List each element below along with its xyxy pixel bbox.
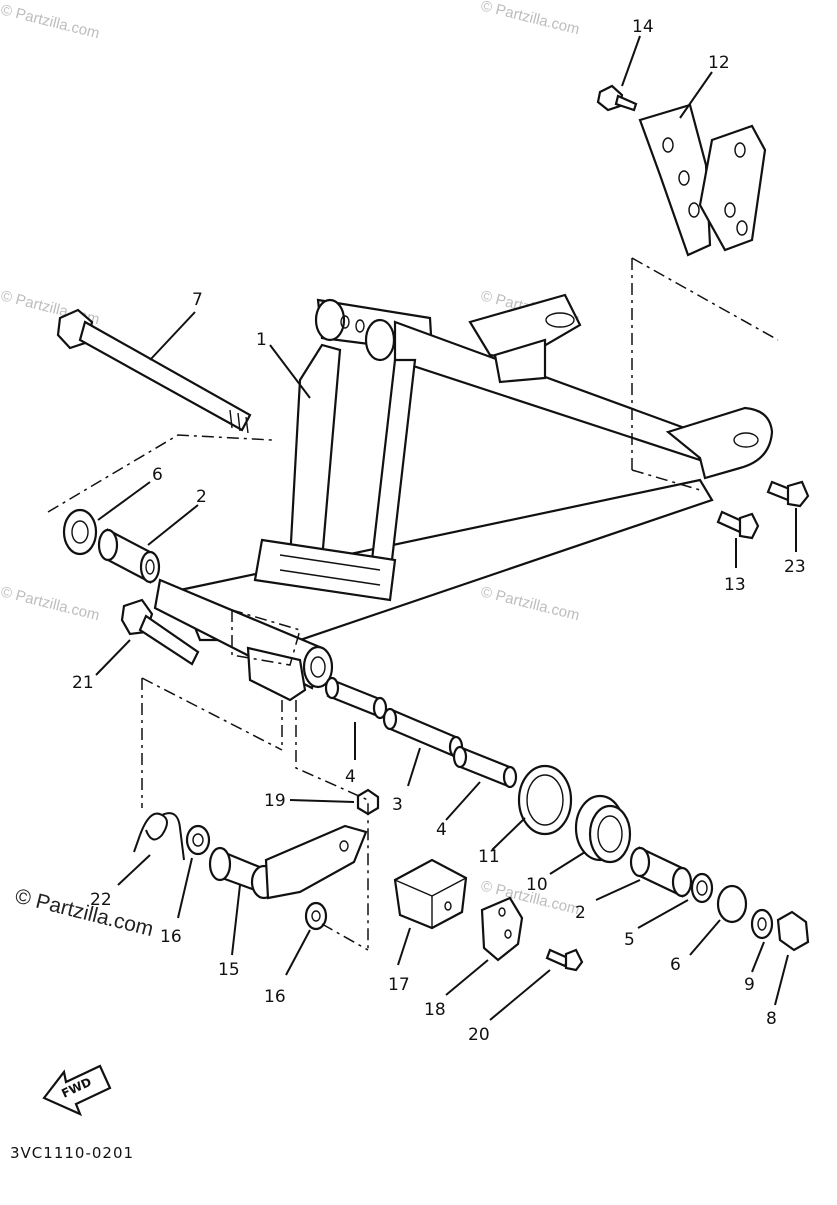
collar-right <box>629 846 693 898</box>
watermark: © Partzilla.com <box>479 583 581 624</box>
callout-15: 15 <box>218 960 240 980</box>
bushing-4-upper <box>324 676 388 720</box>
callout-labels: 1 2 2 3 4 4 5 6 6 7 8 9 10 11 12 13 14 1… <box>72 17 806 1045</box>
pivot-bolt <box>56 308 252 434</box>
nut-19 <box>356 788 380 816</box>
bushing-3 <box>382 707 464 759</box>
assembly-lines <box>47 257 779 951</box>
bolt-14 <box>596 84 638 112</box>
washer-9 <box>750 908 774 940</box>
callout-17: 17 <box>388 975 410 995</box>
watermark: © Partzilla.com <box>0 583 101 624</box>
arm-15 <box>208 824 368 900</box>
leader-lines <box>95 35 797 1021</box>
washer-16 <box>185 824 211 856</box>
collar-left <box>97 528 161 584</box>
bolt-23 <box>766 480 810 508</box>
callout-16: 16 <box>264 987 286 1007</box>
swingarm <box>153 293 774 702</box>
callout-11: 11 <box>478 847 500 867</box>
bracket-12 <box>638 103 767 257</box>
callout-18: 18 <box>424 1000 446 1020</box>
callout-21: 21 <box>72 673 94 693</box>
plate-18 <box>480 896 524 962</box>
bearing-right <box>716 884 748 924</box>
callout-16: 16 <box>160 927 182 947</box>
bolt-13 <box>716 510 760 540</box>
callout-2: 2 <box>575 903 586 923</box>
callout-1: 1 <box>256 330 267 350</box>
callout-6: 6 <box>670 955 681 975</box>
callout-20: 20 <box>468 1025 490 1045</box>
callout-9: 9 <box>744 975 755 995</box>
bearing-left <box>62 508 98 556</box>
callout-10: 10 <box>526 875 548 895</box>
callout-2: 2 <box>196 487 207 507</box>
diagram-code: 3VC1110-0201 <box>10 1144 134 1162</box>
callout-22: 22 <box>90 890 112 910</box>
watermark-large: © Partzilla.com <box>13 885 156 942</box>
callout-8: 8 <box>766 1009 777 1029</box>
fwd-arrow-icon: FWD <box>42 1064 112 1117</box>
callout-19: 19 <box>264 791 286 811</box>
callout-3: 3 <box>392 795 403 815</box>
watermark: © Partzilla.com <box>479 0 581 38</box>
callout-13: 13 <box>724 575 746 595</box>
callout-4: 4 <box>345 767 356 787</box>
callout-23: 23 <box>784 557 806 577</box>
callout-4: 4 <box>436 820 447 840</box>
callout-6: 6 <box>152 465 163 485</box>
ring-11 <box>517 764 573 836</box>
bushing-4-lower <box>452 745 518 789</box>
nut-8 <box>776 910 810 952</box>
block-17 <box>393 858 468 930</box>
callout-5: 5 <box>624 930 635 950</box>
seal-10 <box>574 794 632 864</box>
washer-5 <box>690 872 714 904</box>
callout-14: 14 <box>632 17 654 37</box>
callout-7: 7 <box>192 290 203 310</box>
spring-22 <box>133 812 185 861</box>
watermark: © Partzilla.com <box>0 1 101 42</box>
bolt-20 <box>545 948 584 972</box>
bolt-21 <box>120 598 200 666</box>
callout-12: 12 <box>708 53 730 73</box>
washer-16-lower <box>304 901 328 931</box>
